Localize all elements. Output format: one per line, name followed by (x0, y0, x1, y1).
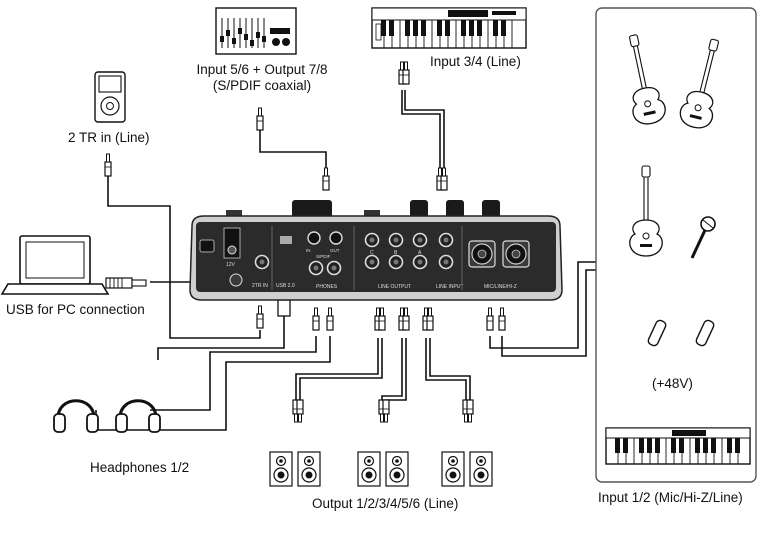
panel-spdif-out-label: OUT (330, 248, 340, 253)
guitar-and-mic-icon (629, 165, 716, 259)
headphones-icon (52, 399, 162, 434)
input12-label: Input 1/2 (Mic/Hi-Z/Line) (598, 490, 743, 505)
spdif-device-icon (215, 7, 297, 55)
panel-mic-line-label: MIC/LINE/HI-Z (484, 284, 517, 290)
speakers-icon (269, 451, 493, 487)
spdif-label-line1: Input 5/6 + Output 7/8 (196, 62, 328, 77)
audio-interface-device: 12V 2TR IN USB 2.0 IN OUT S/PDIF PHONES … (189, 200, 563, 301)
spdif-label: Input 5/6 + Output 7/8 (S/PDIF coaxial) (197, 62, 328, 94)
panel-group-b: B (394, 250, 398, 256)
keyboard-top-icon (371, 7, 527, 49)
condenser-mics-icon (647, 319, 715, 347)
panel-group-c: C (370, 250, 374, 256)
usb-plug-icon (105, 277, 147, 289)
outputs-label: Output 1/2/3/4/5/6 (Line) (312, 496, 459, 511)
keyboard-bottom-icon (605, 427, 751, 465)
panel-usb-label: USB 2.0 (276, 283, 295, 289)
headphones-label: Headphones 1/2 (90, 460, 190, 475)
panel-group-a: A (418, 250, 422, 256)
panel-2tr-label: 2TR IN (252, 283, 268, 289)
panel-spdif-label: S/PDIF (316, 254, 331, 259)
mp3-player-icon (94, 71, 126, 123)
input12-box (595, 7, 757, 483)
tr-in-label: 2 TR in (Line) (68, 130, 150, 145)
panel-spdif-in-label: IN (306, 248, 311, 253)
laptop-icon (0, 235, 110, 295)
panel-line-output-label: LINE OUTPUT (378, 284, 411, 290)
panel-line-input-label: LINE INPUT (436, 284, 464, 290)
phantom-label: (+48V) (652, 376, 693, 391)
spdif-label-line2: (S/PDIF coaxial) (212, 78, 312, 93)
usb-pc-label: USB for PC connection (6, 302, 145, 317)
panel-dc-label: 12V (226, 262, 236, 268)
panel-phones-label: PHONES (316, 284, 338, 290)
input34-label: Input 3/4 (Line) (430, 54, 521, 69)
